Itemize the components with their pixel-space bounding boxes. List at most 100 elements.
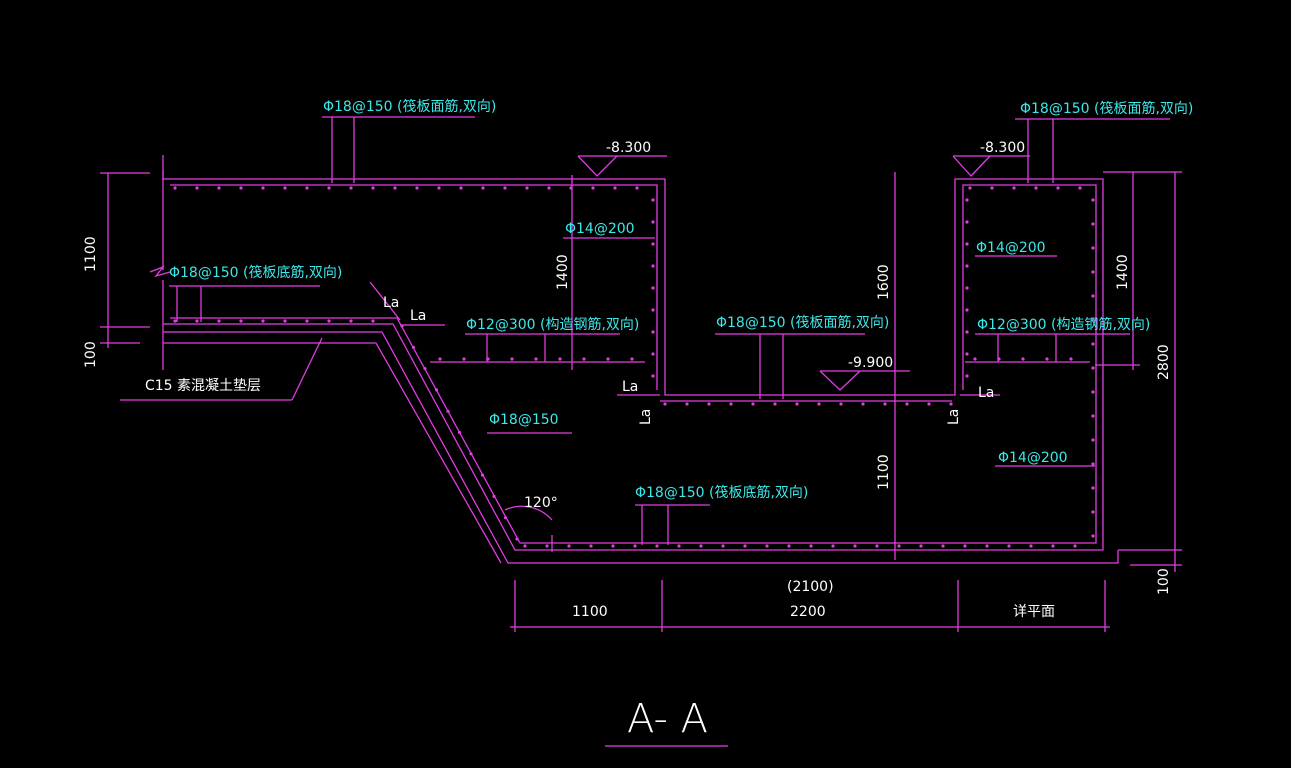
- rebar-label-wall-right-top: Φ14@200: [976, 240, 1046, 256]
- leader-lines: [120, 116, 1170, 552]
- rebar-dot: [685, 402, 689, 406]
- angle-label: 120°: [524, 495, 558, 511]
- rebar-dot: [707, 402, 711, 406]
- rebar-dot: [371, 186, 375, 190]
- rebar-dot: [503, 186, 507, 190]
- rebar-dot: [567, 544, 571, 548]
- elevation-mid: -9.900: [848, 355, 893, 371]
- rebar-dot: [949, 402, 953, 406]
- rebar-dot: [1069, 357, 1073, 361]
- rebar-dot: [919, 544, 923, 548]
- rebar-dot: [327, 319, 331, 323]
- rebar-dot: [965, 352, 969, 356]
- rebar-dot: [217, 186, 221, 190]
- rebar-dot: [965, 220, 969, 224]
- rebar-dot: [831, 544, 835, 548]
- rebar-dot: [883, 402, 887, 406]
- dimension-lines: [100, 171, 1182, 747]
- rebar-dot: [349, 319, 353, 323]
- rebar-dots: [173, 186, 1095, 548]
- rebar-dot: [1091, 198, 1095, 202]
- rebar-dot: [897, 544, 901, 548]
- rebar-dot: [699, 544, 703, 548]
- rebar-dot: [985, 544, 989, 548]
- anchorage-label: La: [978, 385, 994, 401]
- rebar-dot: [1056, 186, 1060, 190]
- labels: Φ18@150 (筏板面筋,双向) Φ18@150 (筏板面筋,双向) Φ18@…: [83, 98, 1193, 742]
- rebar-dot: [965, 286, 969, 290]
- rebar-dot: [968, 186, 972, 190]
- rebar-dot: [239, 319, 243, 323]
- rebar-dot: [239, 186, 243, 190]
- dim-wall-1100: 1100: [876, 454, 892, 490]
- rebar-dot: [1091, 510, 1095, 514]
- rebar-dot: [875, 544, 879, 548]
- rebar-dot: [1029, 544, 1033, 548]
- rebar-dot: [481, 186, 485, 190]
- rebar-dot: [651, 242, 655, 246]
- rebar-dot: [1091, 318, 1095, 322]
- rebar-dot: [1073, 544, 1077, 548]
- rebar-dot: [1091, 366, 1095, 370]
- rebar-dot: [261, 186, 265, 190]
- rebar-dot: [965, 242, 969, 246]
- rebar-dot: [1091, 462, 1095, 466]
- rebar-dot: [817, 402, 821, 406]
- rebar-dot: [927, 402, 931, 406]
- rebar-dot: [434, 388, 439, 392]
- rebar-dot: [611, 544, 615, 548]
- concrete-outline: [149, 155, 1119, 564]
- dim-right-2800: 2800: [1156, 344, 1172, 380]
- rebar-dot: [438, 357, 442, 361]
- rebar-dot: [195, 186, 199, 190]
- rebar-dot: [990, 186, 994, 190]
- rebar-dot: [305, 319, 309, 323]
- rebar-dot: [1034, 186, 1038, 190]
- rebar-dot: [633, 544, 637, 548]
- rebar-dot: [195, 319, 199, 323]
- elevation-left: -8.300: [606, 140, 651, 156]
- rebar-dot: [721, 544, 725, 548]
- rebar-dot: [415, 186, 419, 190]
- cushion-label: C15 素混凝土垫层: [145, 378, 261, 394]
- rebar-dot: [651, 374, 655, 378]
- rebar-dot: [1012, 186, 1016, 190]
- rebar-dot: [941, 544, 945, 548]
- rebar-dot: [545, 544, 549, 548]
- rebar-dot: [765, 544, 769, 548]
- rebar-dot: [582, 357, 586, 361]
- anchorage-label: La: [638, 409, 654, 425]
- rebar-dot: [651, 330, 655, 334]
- rebar-dot: [510, 357, 514, 361]
- rebar-dot: [1091, 438, 1095, 442]
- dim-bottom-plan: 详平面: [1013, 604, 1055, 620]
- rebar-dot: [1091, 294, 1095, 298]
- rebar-dot: [283, 319, 287, 323]
- rebar-dot: [651, 352, 655, 356]
- rebar-label-top-left: Φ18@150 (筏板面筋,双向): [323, 98, 496, 115]
- rebar-dot: [773, 402, 777, 406]
- rebar-dot: [283, 186, 287, 190]
- rebar-dot: [480, 473, 485, 477]
- rebar-label-wall-left: Φ14@200: [565, 221, 635, 237]
- rebar-dot: [1045, 357, 1049, 361]
- anchorage-label: La: [622, 379, 638, 395]
- rebar-dot: [423, 367, 427, 371]
- rebar-dot: [1091, 414, 1095, 418]
- rebar-dot: [1091, 534, 1095, 538]
- dim-bottom-2200: 2200: [790, 604, 826, 620]
- rebar-dot: [651, 220, 655, 224]
- elevation-markers: [577, 155, 1030, 391]
- rebar-dot: [534, 357, 538, 361]
- rebar-dot: [973, 357, 977, 361]
- anchorage-label: La: [383, 295, 399, 311]
- rebar-dot: [743, 544, 747, 548]
- rebar-label-mid-top: Φ18@150 (筏板面筋,双向): [716, 314, 889, 331]
- rebar-dot: [1091, 246, 1095, 250]
- rebar-dot: [677, 544, 681, 548]
- rebar-dot: [459, 186, 463, 190]
- rebar-dot: [751, 402, 755, 406]
- rebar-dot: [1091, 390, 1095, 394]
- rebar-dot: [861, 402, 865, 406]
- rebar-dot: [635, 186, 639, 190]
